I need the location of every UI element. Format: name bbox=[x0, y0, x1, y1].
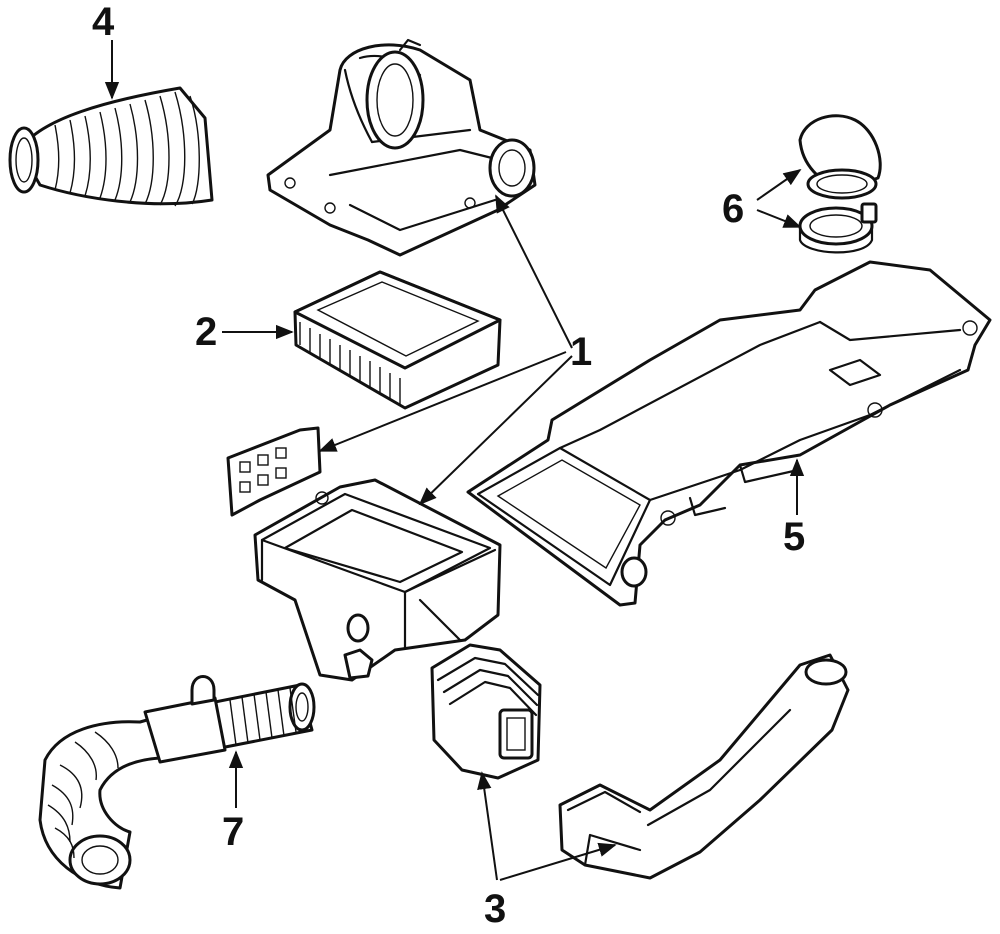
intake-rubber-boot bbox=[430, 643, 542, 780]
air-cleaner-lower-housing bbox=[253, 478, 502, 682]
curved-inlet-duct bbox=[558, 653, 850, 880]
callout-5: 5 bbox=[783, 515, 805, 559]
housing-bracket bbox=[226, 426, 322, 517]
corrugated-inlet-duct bbox=[8, 86, 214, 207]
callout-3: 3 bbox=[484, 887, 506, 931]
air-filter-element bbox=[293, 270, 502, 410]
callout-7: 7 bbox=[222, 810, 244, 854]
callout-1: 1 bbox=[570, 330, 592, 374]
callout-6: 6 bbox=[722, 187, 744, 231]
air-cleaner-upper-housing bbox=[266, 38, 537, 257]
coupling-clamps bbox=[798, 114, 882, 254]
air-duct-cover-panel bbox=[466, 260, 992, 607]
leader-lines bbox=[104, 40, 805, 881]
lower-corrugated-hose bbox=[38, 675, 316, 890]
callout-4: 4 bbox=[92, 0, 115, 44]
callout-2: 2 bbox=[195, 310, 217, 354]
